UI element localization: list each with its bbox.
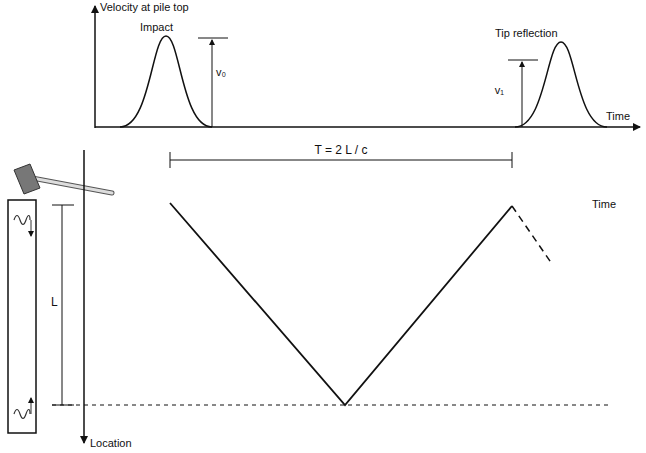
- axis-label: Time: [592, 198, 616, 211]
- v0-tick: [198, 38, 228, 39]
- v0-arrow: [212, 40, 213, 127]
- length-tick: [52, 405, 74, 406]
- pile: [8, 200, 36, 433]
- period-tick: [512, 152, 513, 168]
- tip-level-line: [52, 405, 610, 406]
- reflection-pulse: [515, 42, 607, 127]
- period-tick: [170, 152, 171, 168]
- period-bracket: [170, 160, 512, 161]
- impact-pulse: [120, 36, 212, 127]
- period-label: T = 2 L / c: [313, 144, 368, 157]
- length-tick: [52, 205, 74, 206]
- pulse-label: Tip reflection: [495, 27, 558, 40]
- wave-continuation: [512, 206, 552, 264]
- v1-arrow: [522, 62, 523, 127]
- axis-label: Location: [90, 437, 132, 450]
- axis-label: Velocity at pile top: [100, 1, 189, 14]
- velocity-axis: [94, 6, 96, 128]
- dimension-label: L: [50, 296, 59, 309]
- location-axis: [83, 150, 85, 443]
- pulse-label: Impact: [140, 21, 173, 34]
- hammer: [14, 164, 112, 194]
- time-axis: [95, 126, 640, 128]
- v1-tick: [508, 60, 538, 61]
- wave-path: [170, 203, 512, 405]
- axis-label: Time: [606, 110, 630, 123]
- length-dimension: [62, 205, 63, 405]
- amplitude-label: v₀: [216, 66, 226, 79]
- amplitude-label: v₁: [495, 84, 504, 97]
